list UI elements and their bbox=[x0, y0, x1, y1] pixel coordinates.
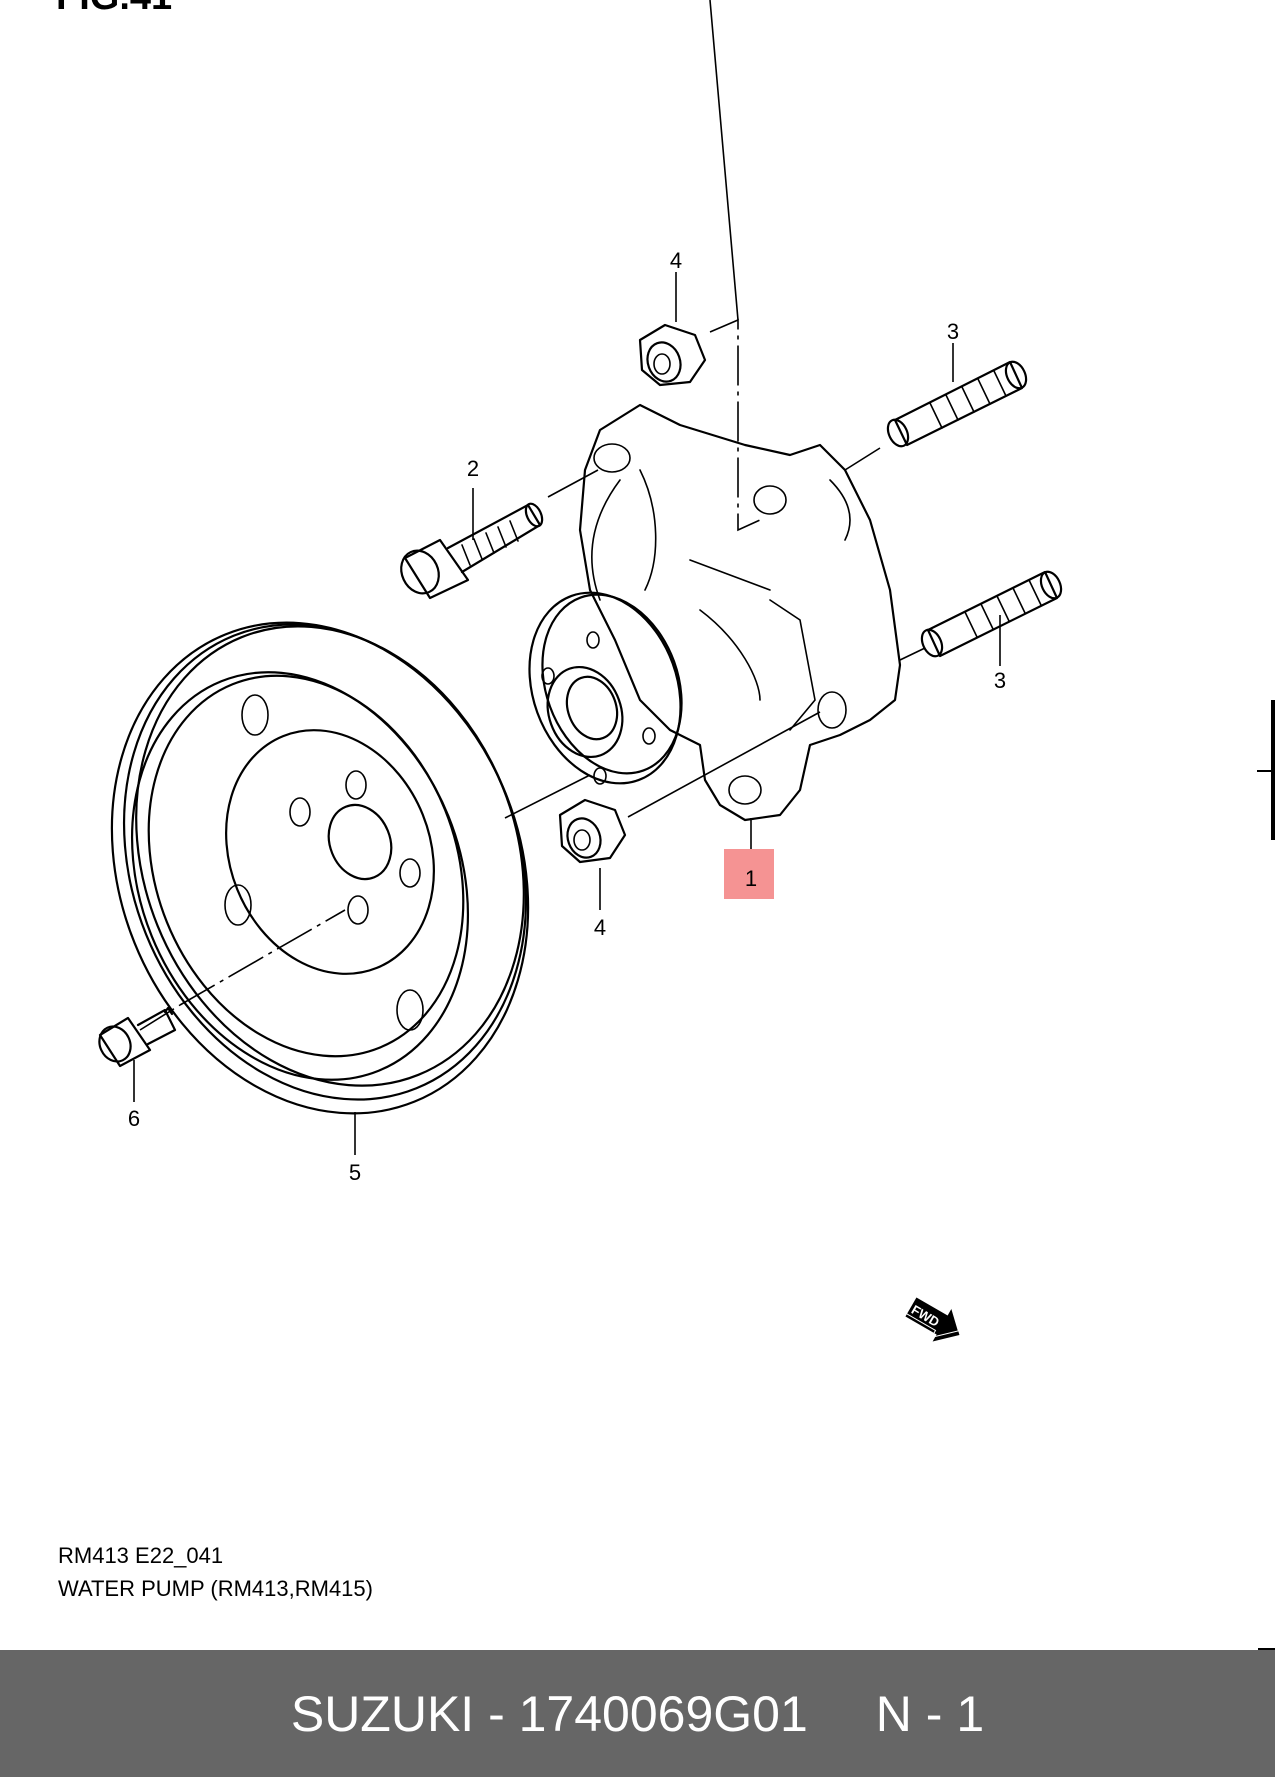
callout-4-upper: 4 bbox=[670, 248, 682, 273]
footer-edge-tick bbox=[1258, 1648, 1275, 1650]
water-pump-part bbox=[528, 403, 902, 822]
diagram-title: WATER PUMP (RM413,RM415) bbox=[58, 1576, 373, 1601]
part-number-footer: SUZUKI - 1740069G01 N - 1 bbox=[0, 1650, 1275, 1777]
callout-3-upper: 3 bbox=[947, 319, 959, 344]
bolt-part-2 bbox=[400, 502, 544, 600]
fwd-arrow-icon: FWD bbox=[903, 1292, 960, 1342]
brand-part-number: SUZUKI - 1740069G01 bbox=[290, 1685, 808, 1742]
callout-1-highlight bbox=[724, 849, 774, 899]
stud-part-3-lower bbox=[920, 570, 1063, 658]
stud-part-3-upper bbox=[886, 360, 1028, 448]
callout-2: 2 bbox=[467, 456, 479, 481]
diagram-code: RM413 E22_041 bbox=[58, 1543, 224, 1568]
pulley-part bbox=[110, 621, 530, 1115]
callout-5: 5 bbox=[349, 1160, 361, 1185]
callout-3-lower: 3 bbox=[994, 668, 1006, 693]
figure-label: FIG.41 bbox=[56, 0, 172, 16]
callout-4-lower: 4 bbox=[594, 915, 606, 940]
page-edge-tick bbox=[1257, 770, 1275, 772]
nut-part-4-upper bbox=[638, 323, 707, 387]
assembly-lines bbox=[139, 0, 926, 1031]
nut-part-4-lower bbox=[558, 798, 627, 864]
water-pump-exploded-diagram: 4 3 2 3 1 4 6 5 FWD bbox=[98, 0, 1063, 1342]
quantity-label: N - 1 bbox=[875, 1685, 985, 1742]
bolt-part-6 bbox=[98, 1006, 177, 1068]
callout-6: 6 bbox=[128, 1106, 140, 1131]
leader-lines bbox=[133, 272, 1001, 1155]
callout-1: 1 bbox=[745, 866, 757, 891]
